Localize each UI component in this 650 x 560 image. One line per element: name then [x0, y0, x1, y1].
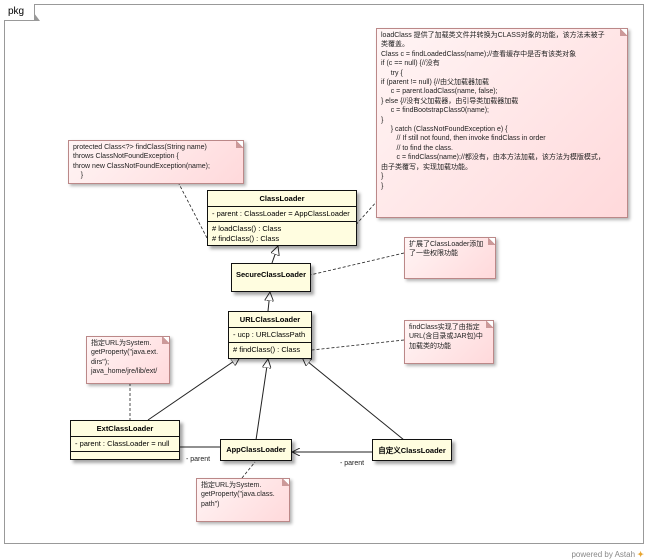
generalization-custom-to-url	[302, 357, 405, 441]
class-extclassloader-attributes: - parent : ClassLoader = null	[71, 437, 179, 452]
note-link-url	[311, 339, 405, 351]
class-urlclassloader-operations: # findClass() : Class	[229, 343, 311, 357]
class-classloader-operations: # loadClass() : Class # findClass() : Cl…	[208, 222, 356, 246]
operation-findclass: # findClass() : Class	[212, 234, 280, 243]
role-label-app-parent: - parent	[186, 456, 211, 463]
note-link-secure	[309, 252, 405, 276]
note-loadclass: loadClass 提供了加载类文件并转换为CLASS对象的功能，该方法未被子 …	[376, 28, 628, 218]
class-urlclassloader-attributes: - ucp : URLClassPath	[229, 328, 311, 343]
note-link-findclass	[177, 181, 208, 239]
note-app: 指定URL为System. getProperty("java.class. p…	[196, 478, 290, 522]
class-classloader-name: ClassLoader	[208, 191, 356, 207]
generalization-secure-to-classloader	[272, 246, 278, 264]
class-extclassloader-name: ExtClassLoader	[71, 421, 179, 437]
package-frame	[4, 4, 644, 544]
class-appclassloader-name: AppClassLoader	[226, 445, 286, 454]
operation-findclass: # findClass() : Class	[233, 345, 301, 354]
package-tab: pkg	[4, 4, 41, 21]
generalization-ext-to-url	[147, 357, 240, 421]
class-customclassloader-name: 自定义ClassLoader	[378, 446, 446, 455]
note-link-app	[241, 461, 256, 479]
operation-loadclass: # loadClass() : Class	[212, 224, 282, 233]
attribute-parent: - parent : ClassLoader = null	[75, 439, 170, 448]
note-url: findClass实现了由指定 URL(含目录或JAR包)中 加载类的功能	[404, 320, 494, 364]
role-label-custom-parent: - parent	[340, 460, 365, 467]
note-findclass: protected Class<?> findClass(String name…	[68, 140, 244, 184]
generalization-url-to-secure	[268, 292, 270, 312]
class-customclassloader[interactable]: 自定义ClassLoader	[372, 439, 452, 461]
generalization-app-to-url	[255, 359, 268, 441]
class-classloader-attributes: - parent : ClassLoader = AppClassLoader	[208, 207, 356, 222]
class-appclassloader[interactable]: AppClassLoader	[220, 439, 292, 461]
astah-logo-icon: ✦	[637, 550, 644, 559]
attribute-parent: - parent : ClassLoader = AppClassLoader	[212, 209, 350, 218]
class-classloader[interactable]: ClassLoader - parent : ClassLoader = App…	[207, 190, 357, 246]
brand-text: powered by Astah	[571, 550, 636, 559]
note-secure: 扩展了ClassLoader添加 了一些权限功能	[404, 237, 496, 279]
class-secureclassloader[interactable]: SecureClassLoader	[231, 263, 311, 292]
note-link-loadclass	[352, 199, 379, 229]
class-extclassloader[interactable]: ExtClassLoader - parent : ClassLoader = …	[70, 420, 180, 460]
attribute-ucp: - ucp : URLClassPath	[233, 330, 306, 339]
note-ext: 指定URL为System. getProperty("java.ext. dir…	[86, 336, 170, 384]
class-urlclassloader[interactable]: URLClassLoader - ucp : URLClassPath # fi…	[228, 311, 312, 359]
class-urlclassloader-name: URLClassLoader	[229, 312, 311, 328]
class-secureclassloader-name: SecureClassLoader	[235, 270, 307, 279]
astah-brand: powered by Astah ✦	[571, 550, 644, 559]
